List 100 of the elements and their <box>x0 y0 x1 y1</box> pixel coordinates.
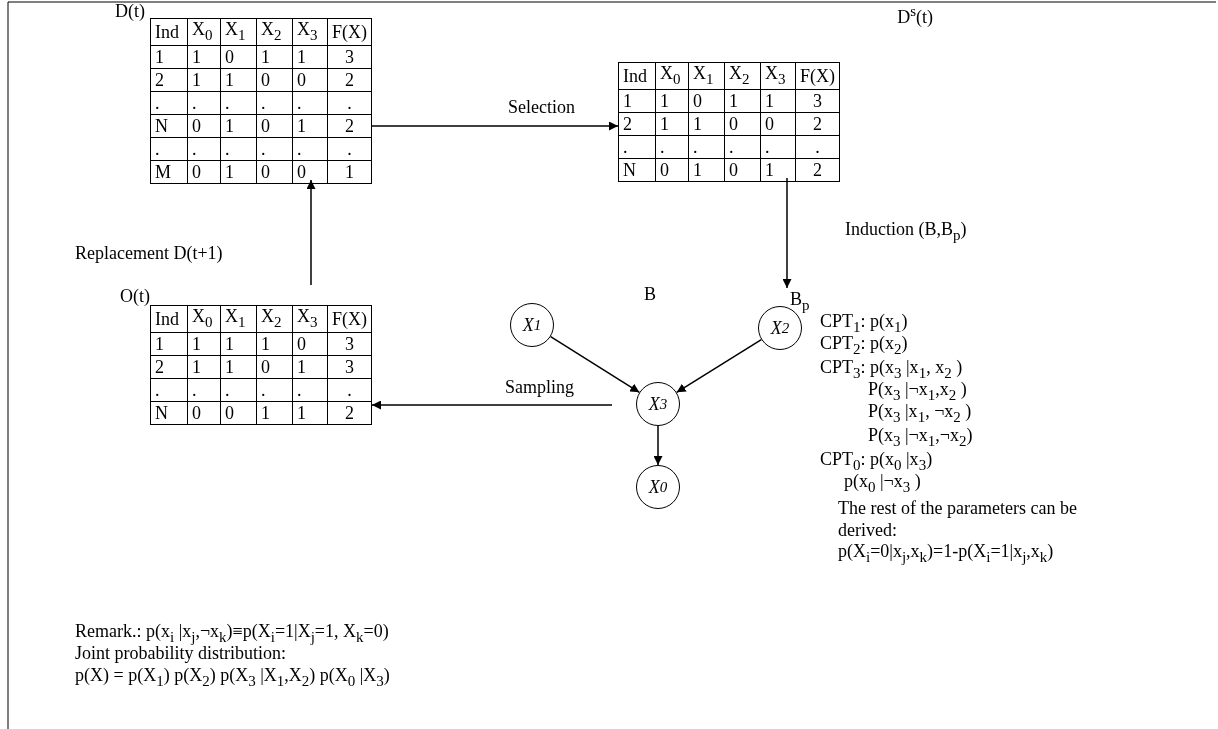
table-value: 0 <box>724 112 761 136</box>
network-label: B <box>644 283 656 305</box>
table-value: . <box>220 137 257 161</box>
column-header: X$_{1}$ <box>220 18 257 46</box>
table-value: 0 <box>724 158 761 182</box>
table-value: . <box>187 91 221 115</box>
table-value: . <box>150 137 188 161</box>
table-value: 1 <box>327 160 372 184</box>
column-header: X$_{2}$ <box>256 18 293 46</box>
table-value: 0 <box>220 401 257 425</box>
table-value: 1 <box>150 332 188 356</box>
probability-text: P(x$_{3}$ |¬x$_{1}$,¬x$_{2}$) <box>868 424 973 451</box>
column-header: X$_{0}$ <box>187 18 221 46</box>
table-value: 1 <box>292 45 328 69</box>
column-header: X$_{0}$ <box>187 305 221 333</box>
table-value: 0 <box>688 89 725 113</box>
table-value: 2 <box>795 158 840 182</box>
arrow <box>782 177 792 289</box>
table-value: . <box>220 378 257 402</box>
column-header: X$_{0}$ <box>655 62 689 90</box>
table-value: 1 <box>187 68 221 92</box>
note-text: The rest of the parameters can be derived: <box>838 497 1078 541</box>
table-value: . <box>187 378 221 402</box>
table-value: . <box>688 135 725 159</box>
column-header: Ind <box>150 18 188 46</box>
table-value: . <box>724 135 761 159</box>
table-title: D(t) <box>115 0 145 22</box>
column-header: X$_{2}$ <box>724 62 761 90</box>
table-value: 1 <box>256 401 293 425</box>
table-value: 2 <box>150 355 188 379</box>
arrow <box>371 400 613 410</box>
table-value: 1 <box>292 355 328 379</box>
column-header: X$_{2}$ <box>256 305 293 333</box>
table-value: . <box>292 137 328 161</box>
table-value: 3 <box>327 45 372 69</box>
table-value: . <box>327 91 372 115</box>
column-header: X$_{1}$ <box>220 305 257 333</box>
table-value: . <box>618 135 656 159</box>
table-value: . <box>292 378 328 402</box>
table-value: . <box>150 378 188 402</box>
table-value: 1 <box>150 45 188 69</box>
table-value: 1 <box>655 89 689 113</box>
table-value: 1 <box>220 68 257 92</box>
arrow <box>306 179 316 286</box>
table-value: 1 <box>220 355 257 379</box>
table-value: 2 <box>327 401 372 425</box>
table-value: . <box>327 137 372 161</box>
table-value: 1 <box>688 112 725 136</box>
table-value: N <box>150 114 188 138</box>
table-value: 3 <box>795 89 840 113</box>
column-header: Ind <box>618 62 656 90</box>
table-value: . <box>220 91 257 115</box>
arrow <box>549 335 641 394</box>
table-value: 1 <box>688 158 725 182</box>
table-value: 0 <box>256 160 293 184</box>
table-value: 1 <box>187 355 221 379</box>
edge-label: Replacement D(t+1) <box>75 242 223 264</box>
table-value: 1 <box>760 158 796 182</box>
table-value: 1 <box>187 45 221 69</box>
table-value: . <box>760 135 796 159</box>
table-value: 0 <box>760 112 796 136</box>
table-value: 1 <box>187 332 221 356</box>
table-value: . <box>150 91 188 115</box>
table-value: 3 <box>327 332 372 356</box>
table-value: 1 <box>256 45 293 69</box>
table-value: 0 <box>187 160 221 184</box>
table-value: 1 <box>292 114 328 138</box>
arrow <box>371 121 619 131</box>
table-value: . <box>327 378 372 402</box>
table-value: N <box>618 158 656 182</box>
arrow <box>675 338 763 394</box>
table-value: 3 <box>327 355 372 379</box>
table-value: 2 <box>795 112 840 136</box>
column-header: F(X) <box>327 18 372 46</box>
table-value: 1 <box>220 114 257 138</box>
table-value: 2 <box>327 114 372 138</box>
table-value: M <box>150 160 188 184</box>
table-value: 1 <box>220 332 257 356</box>
note-text: p(X$_{i}$=0|x$_{j}$,x$_{k}$)=1-p(X$_{i}$=1|x$_{j}$,x$_{k}$) <box>838 540 1054 567</box>
table-value: . <box>256 137 293 161</box>
column-header: X$_{3}$ <box>292 305 328 333</box>
column-header: F(X) <box>795 62 840 90</box>
column-header: F(X) <box>327 305 372 333</box>
column-header: X$_{3}$ <box>760 62 796 90</box>
arrow <box>653 425 663 466</box>
table-value: 1 <box>220 160 257 184</box>
table-title: D$^{s}$(t) <box>897 2 933 28</box>
note-text: p(X) = p(X$_{1}$) p(X$_{2}$) p(X$_{3}$ |X$_{1}$,X$_{2}$) p(X$_{0}$ |X$_{3}$) <box>75 664 390 691</box>
table-value: . <box>292 91 328 115</box>
column-header: X$_{1}$ <box>688 62 725 90</box>
table-value: 0 <box>292 68 328 92</box>
table-value: . <box>256 91 293 115</box>
table-value: 1 <box>292 401 328 425</box>
table-value: 1 <box>655 112 689 136</box>
table-value: 2 <box>327 68 372 92</box>
table-value: 2 <box>150 68 188 92</box>
table-value: 0 <box>655 158 689 182</box>
edge-label: Induction (B,B$_{p}$) <box>845 218 967 246</box>
table-value: 1 <box>760 89 796 113</box>
table-value: 2 <box>618 112 656 136</box>
